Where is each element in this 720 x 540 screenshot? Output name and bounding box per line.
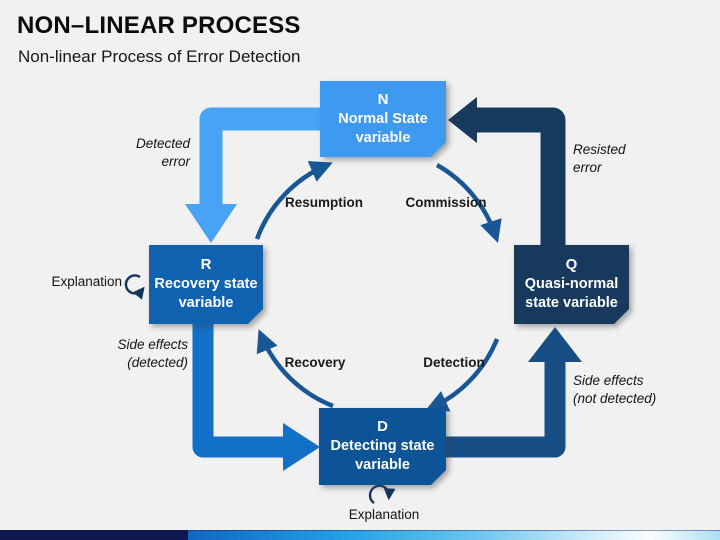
node-label-line: variable (178, 295, 234, 312)
recovery-arc (256, 329, 334, 409)
node-label-line: variable (355, 129, 411, 146)
detected-error-arrow (185, 107, 325, 243)
node-label-line: Detecting state (330, 438, 435, 455)
node-normal-state-box: N Normal State variable (320, 81, 446, 157)
footer-bar-dark-segment (0, 530, 188, 540)
detected-error-arrow-shaft (199, 107, 325, 206)
node-label-line: Normal State (338, 110, 428, 127)
side-effects-detected-arrowhead (283, 423, 320, 471)
detection-label: Detection (423, 355, 485, 370)
explanation-bottom-label: Explanation (348, 507, 420, 522)
label-line: (not detected) (573, 390, 657, 406)
resisted-error-arrowhead (448, 97, 477, 143)
node-label-line: state variable (525, 295, 618, 312)
side-effects-detected-arrow-shaft (192, 318, 283, 458)
side-effects-detected-arrow (192, 318, 320, 471)
detected-error-arrowhead (185, 204, 237, 243)
explanation-left-label: Explanation (51, 274, 122, 289)
label-line: Side effects (117, 337, 188, 352)
node-quasi-normal-state: Q Quasi-normal state variable (514, 245, 629, 324)
label-line: error (161, 153, 190, 169)
node-letter: Q (565, 256, 578, 274)
label-line: error (573, 159, 602, 175)
page-subtitle: Non-linear Process of Error Detection (18, 47, 301, 66)
node-label-line: Quasi-normal (524, 276, 619, 293)
resumption-arc (254, 161, 333, 240)
label-line: (detected) (127, 354, 188, 370)
node-letter: N (377, 90, 389, 108)
label-line: Detected (135, 136, 190, 151)
side-effects-not-detected-label: Side effects (not detected) (573, 372, 656, 408)
node-normal-state: N Normal State variable (320, 81, 446, 157)
label-line: Resisted (573, 142, 626, 157)
side-effects-detected-label: Side effects (detected) (95, 336, 188, 372)
node-label-line: Recovery state (154, 276, 258, 293)
explanation-left-loop-icon (124, 274, 145, 300)
label-line: Side effects (573, 373, 644, 388)
node-recovery-state: R Recovery state variable (149, 245, 263, 324)
resisted-error-arrow (448, 97, 566, 250)
resisted-error-arrow-shaft (477, 107, 566, 250)
footer-bar-gradient-segment (188, 530, 720, 540)
explanation-bottom-loop-icon (368, 484, 396, 504)
resumption-label: Resumption (284, 195, 363, 210)
page-title: NON–LINEAR PROCESS (17, 12, 301, 39)
side-effects-not-detected-arrow (441, 327, 582, 458)
node-letter: D (377, 418, 388, 436)
node-quasi-normal-state-box: Q Quasi-normal state variable (514, 245, 629, 324)
detected-error-label: Detected error (100, 135, 190, 171)
node-detecting-state-box: D Detecting state variable (319, 408, 446, 485)
node-recovery-state-box: R Recovery state variable (149, 245, 263, 324)
side-effects-not-detected-arrow-shaft (441, 360, 566, 458)
detection-arc (425, 338, 500, 412)
resisted-error-label: Resisted error (573, 141, 626, 177)
node-detecting-state: D Detecting state variable (319, 408, 446, 485)
recovery-label: Recovery (284, 355, 346, 370)
commission-label: Commission (405, 195, 487, 210)
node-label-line: variable (355, 457, 410, 474)
side-effects-not-detected-arrowhead (528, 327, 582, 362)
commission-arc (435, 163, 502, 243)
node-letter: R (200, 256, 212, 274)
